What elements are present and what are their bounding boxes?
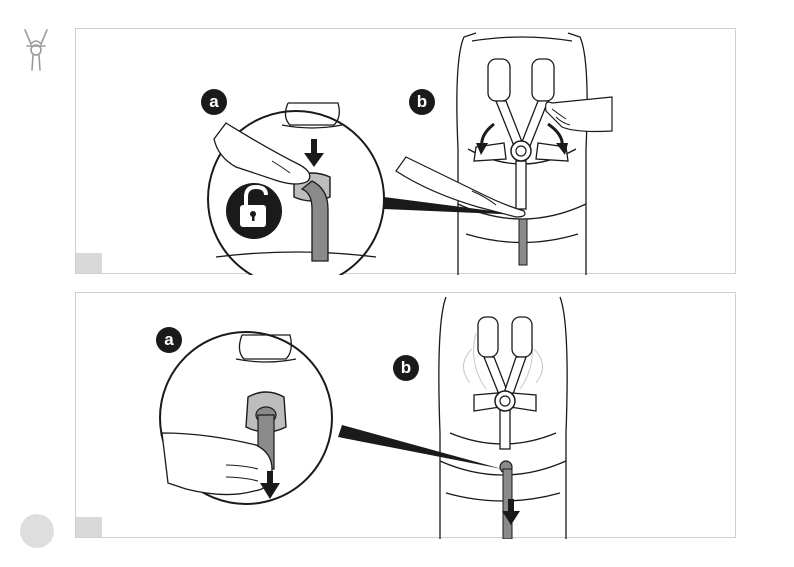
harness-icon [22,28,50,72]
step-label-b: b [393,355,419,381]
unbuckle-illustration [76,29,737,275]
instruction-panel-1: a b [75,28,736,274]
panel-index-box [76,517,102,537]
step-label-a: a [156,327,182,353]
unlock-padlock-icon [226,183,282,239]
step-label-b: b [409,89,435,115]
step-label-a: a [201,89,227,115]
instruction-panel-2: a b [75,292,736,538]
page-number-circle [20,514,54,548]
panel-index-box [76,253,102,273]
